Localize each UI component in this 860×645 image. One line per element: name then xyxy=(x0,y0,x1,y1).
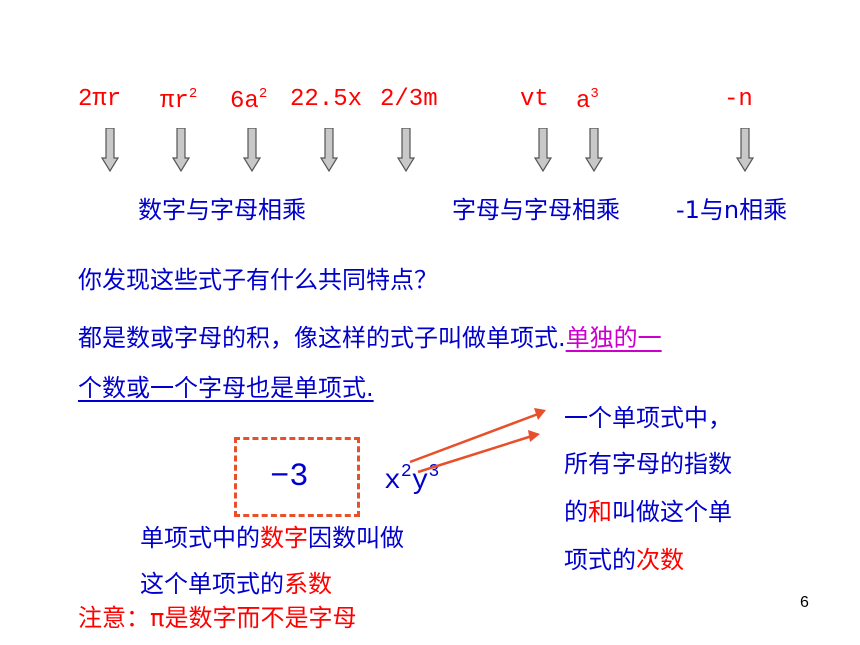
coefficient-note-highlight: 系数 xyxy=(284,570,332,598)
expression-text: 2/3m xyxy=(380,86,438,113)
down-arrow-icon xyxy=(320,128,338,172)
expression-text: -n xyxy=(724,86,753,113)
group-neg-one-times-n: -1与n相乘 xyxy=(676,196,788,224)
exponent-y: 3 xyxy=(428,462,440,482)
expression-exponent: 2 xyxy=(258,86,268,102)
degree-note-text: 项式的 xyxy=(564,546,636,574)
definition-line-2: 个数或一个字母也是单项式. xyxy=(78,374,374,402)
coefficient-note-text: 因数叫做 xyxy=(308,524,404,552)
degree-note-line-2: 所有字母的指数 xyxy=(564,450,732,478)
expression-text: vt xyxy=(520,86,549,113)
expression-exponent: 2 xyxy=(188,86,198,102)
exponent-x: 2 xyxy=(400,462,412,482)
pointer-arrows-icon xyxy=(409,408,546,474)
down-arrow-icon xyxy=(534,128,552,172)
definition-extra: 单独的一 xyxy=(565,324,662,352)
down-arrow-icon xyxy=(585,128,603,172)
expression-text: 6a xyxy=(230,88,259,115)
definition-main: 都是数或字母的积，像这样的式子叫做单项式. xyxy=(78,324,566,352)
degree-note-line-3: 的和叫做这个单 xyxy=(564,492,732,527)
degree-note-text: 的 xyxy=(564,498,588,526)
definition-line-1: 都是数或字母的积，像这样的式子叫做单项式.单独的一 xyxy=(78,318,662,353)
coefficient-value: −3 xyxy=(270,458,309,495)
expression-text: πr xyxy=(160,88,189,115)
question-text: 你发现这些式子有什么共同特点？ xyxy=(78,266,438,294)
expression-neg-n: -n xyxy=(724,86,753,113)
expression-text: 2πr xyxy=(78,86,122,113)
coefficient-note-line-1: 单项式中的数字因数叫做 xyxy=(140,518,404,553)
coefficient-note-highlight: 数字 xyxy=(260,524,308,552)
group-number-times-letter: 数字与字母相乘 xyxy=(138,196,306,224)
coefficient-note-text: 单项式中的 xyxy=(140,524,260,552)
warning-text: 注意：π是数字而不是字母 xyxy=(78,604,357,632)
degree-note-line-1: 一个单项式中， xyxy=(564,404,732,432)
down-arrow-icon xyxy=(172,128,190,172)
down-arrow-icon xyxy=(397,128,415,172)
degree-note-highlight: 和 xyxy=(588,498,612,526)
degree-note-line-4: 项式的次数 xyxy=(564,540,684,575)
down-arrow-icon xyxy=(243,128,261,172)
expression-text: 22.5x xyxy=(290,86,363,113)
expression-2-3m: 2/3m xyxy=(380,86,438,113)
variable-y: y xyxy=(411,466,429,497)
expression-pir2: πr2 xyxy=(160,86,197,115)
expression-a3: a3 xyxy=(576,86,599,115)
coefficient-note-line-2: 这个单项式的系数 xyxy=(140,564,332,599)
expression-6a2: 6a2 xyxy=(230,86,267,115)
down-arrow-icon xyxy=(101,128,119,172)
variable-part: x2y3 xyxy=(384,462,439,497)
degree-note-text: 叫做这个单 xyxy=(612,498,732,526)
variable-x: x xyxy=(384,466,401,497)
down-arrow-icon xyxy=(736,128,754,172)
expression-22-5x: 22.5x xyxy=(290,86,362,113)
expression-exponent: 3 xyxy=(590,86,599,102)
expression-vt: vt xyxy=(520,86,549,113)
coefficient-note-text: 这个单项式的 xyxy=(140,570,284,598)
expression-text: a xyxy=(576,88,591,115)
coefficient-highlight-box xyxy=(234,437,360,517)
degree-note-highlight: 次数 xyxy=(636,546,684,574)
group-letter-times-letter: 字母与字母相乘 xyxy=(452,196,620,224)
expression-2pir: 2πr xyxy=(78,86,121,113)
page-number: 6 xyxy=(800,594,809,611)
